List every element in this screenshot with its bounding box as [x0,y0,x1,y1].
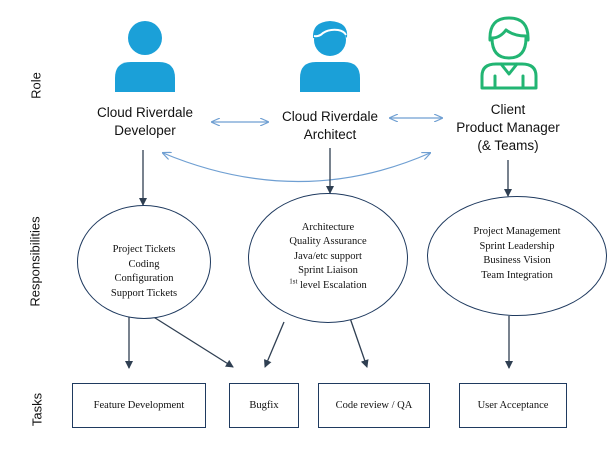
resp-item: Quality Assurance [289,236,367,248]
escalation-text: level Escalation [297,279,367,291]
arch-resp-to-review-arrow [349,317,369,368]
role-client-line-1: Client [490,102,526,117]
role-client-line-3: (& Teams) [477,138,539,153]
resp-item: Project Tickets [112,244,176,255]
row-label-role: Role [28,72,44,99]
client-responsibilities-ellipse: Project Management Sprint Leadership Bus… [427,196,607,316]
resp-item: Sprint Leadership [479,240,555,252]
role-developer: Cloud Riverdale Developer [75,104,215,140]
resp-item: Project Management [473,226,561,237]
client-person-icon [480,16,538,90]
resp-item: Coding [128,258,160,270]
role-client: Client Product Manager (& Teams) [438,101,578,155]
dev-client-arc [163,153,430,183]
architect-responsibilities-ellipse: Architecture Quality Assurance Java/etc … [248,193,408,323]
arch-resp-to-bugfix-arrow [264,321,285,368]
dev-resp-to-bugfix-arrow [151,315,234,368]
role-developer-line-2: Developer [114,123,176,138]
resp-item: Configuration [114,273,174,284]
row-label-responsibilities: Responsibilities [27,216,43,307]
escalation-superscript: 1st [289,277,298,286]
task-feature-development: Feature Development [72,383,206,428]
resp-item: Business Vision [483,255,551,266]
role-architect-line-1: Cloud Riverdale [281,109,379,124]
resp-item: Architecture [301,221,355,233]
architect-person-icon [300,21,360,92]
resp-item: Team Integration [481,269,553,281]
developer-person-icon [115,21,175,92]
role-architect: Cloud Riverdale Architect [262,108,398,144]
resp-item: Support Tickets [110,287,178,299]
task-user-acceptance: User Acceptance [459,383,567,428]
task-code-review: Code review / QA [318,383,430,428]
row-label-tasks: Tasks [29,392,45,427]
developer-responsibilities-ellipse: Project Tickets Coding Configuration Sup… [77,205,211,319]
role-developer-line-1: Cloud Riverdale [96,105,194,120]
resp-item: Java/etc support [294,250,362,262]
resp-item: Sprint Liaison [298,265,358,277]
resp-item-escalation: 1st level Escalation [289,277,367,294]
role-architect-line-2: Architect [303,127,357,142]
role-client-line-2: Product Manager [456,120,560,135]
task-bugfix: Bugfix [229,383,299,428]
